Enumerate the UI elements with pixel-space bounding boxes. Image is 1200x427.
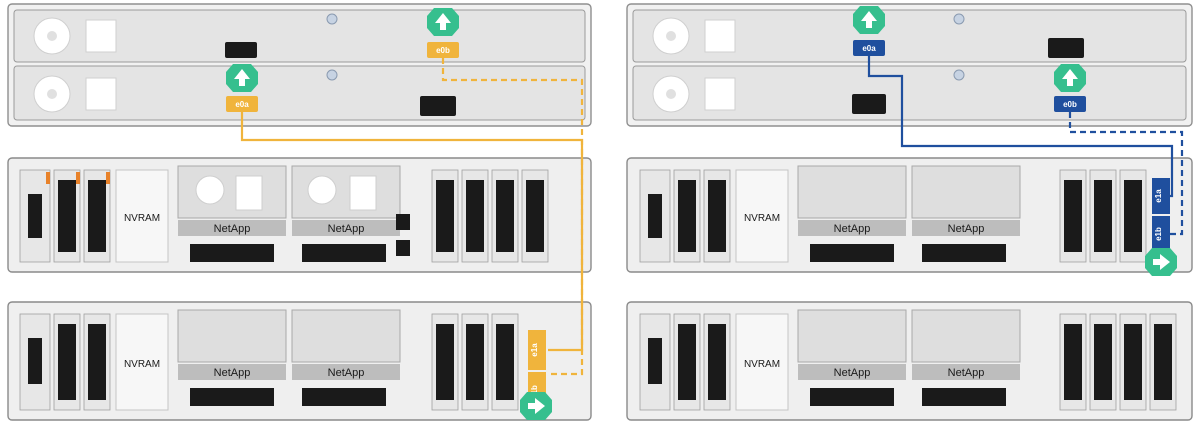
up-arrow-icon bbox=[427, 8, 459, 36]
svg-text:e0b: e0b bbox=[1063, 100, 1077, 109]
left-shelf-port-e0a: e0a bbox=[226, 96, 258, 112]
svg-text:NVRAM: NVRAM bbox=[744, 213, 780, 224]
left-panel: e0b e0a bbox=[7, 3, 592, 421]
svg-text:NVRAM: NVRAM bbox=[744, 359, 780, 370]
svg-text:NetApp: NetApp bbox=[948, 223, 985, 235]
right-shelf-port-e0b: e0b bbox=[1054, 96, 1086, 112]
svg-text:NetApp: NetApp bbox=[948, 367, 985, 379]
fan-icon bbox=[33, 75, 71, 113]
left-controller-bottom: NVRAM NetApp NetApp e1a e1b bbox=[7, 301, 592, 421]
fan-icon bbox=[652, 17, 690, 55]
svg-text:e1a: e1a bbox=[530, 343, 539, 357]
right-arrow-icon bbox=[1145, 248, 1177, 276]
right-cable-solid bbox=[867, 56, 1174, 198]
right-shelf-port-e0a: e0a bbox=[853, 40, 885, 56]
up-arrow-icon bbox=[1054, 64, 1086, 92]
fan-icon bbox=[33, 17, 71, 55]
right-controller-port-e1b: e1b bbox=[1152, 216, 1170, 252]
right-controller-top: NVRAM NetApp NetApp e1a e1b bbox=[626, 157, 1193, 276]
svg-text:NetApp: NetApp bbox=[214, 367, 251, 379]
sas-port bbox=[852, 94, 886, 114]
right-controller-bottom: NVRAM NetApp NetApp bbox=[626, 301, 1193, 421]
left-controller-port-e1a: e1a bbox=[528, 330, 546, 370]
svg-text:e1b: e1b bbox=[1154, 227, 1163, 241]
up-arrow-icon bbox=[853, 6, 885, 34]
svg-text:NetApp: NetApp bbox=[214, 223, 251, 235]
left-cable-dashed bbox=[441, 58, 584, 376]
svg-text:e0b: e0b bbox=[436, 46, 450, 55]
left-controller-top: NVRAM NetApp NetApp bbox=[7, 157, 592, 273]
up-arrow-icon bbox=[226, 64, 258, 92]
right-cable-dashed bbox=[1068, 112, 1184, 236]
sas-port bbox=[420, 96, 456, 116]
left-shelf-port-e0b: e0b bbox=[427, 42, 459, 58]
right-storage-shelf: e0a e0b bbox=[626, 3, 1193, 127]
svg-text:e0a: e0a bbox=[862, 44, 876, 53]
svg-text:NetApp: NetApp bbox=[834, 223, 871, 235]
sas-port bbox=[1048, 38, 1084, 58]
svg-text:NetApp: NetApp bbox=[328, 367, 365, 379]
svg-text:e1b: e1b bbox=[530, 385, 539, 399]
svg-text:NetApp: NetApp bbox=[834, 367, 871, 379]
right-controller-port-e1a: e1a bbox=[1152, 178, 1170, 214]
fan-icon bbox=[652, 75, 690, 113]
sas-port bbox=[225, 42, 257, 58]
svg-text:NetApp: NetApp bbox=[328, 223, 365, 235]
right-arrow-icon bbox=[520, 392, 552, 420]
svg-text:e0a: e0a bbox=[235, 100, 249, 109]
svg-text:NVRAM: NVRAM bbox=[124, 213, 160, 224]
left-storage-shelf: e0b e0a bbox=[7, 3, 592, 127]
svg-text:e1a: e1a bbox=[1154, 189, 1163, 203]
right-panel: e0a e0b NVRAM bbox=[626, 3, 1193, 421]
svg-text:NVRAM: NVRAM bbox=[124, 359, 160, 370]
